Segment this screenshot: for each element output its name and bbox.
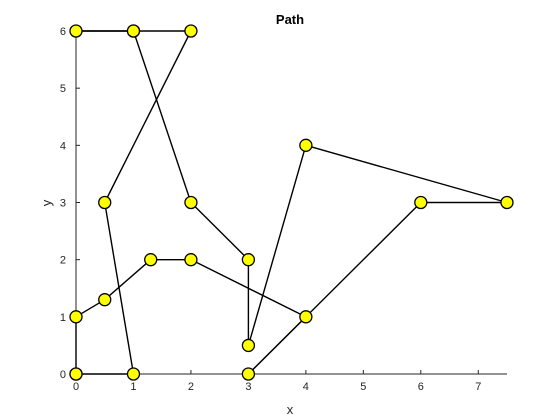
path-segment: [104, 258, 152, 301]
x-tick-label: 1: [130, 381, 136, 393]
path-point-marker: [126, 24, 141, 38]
path-point-marker: [69, 367, 83, 381]
path-point-marker: [241, 253, 256, 267]
path-segment: [247, 144, 307, 347]
path-segment: [104, 30, 192, 204]
path-point-marker: [126, 367, 141, 381]
path-point-marker: [69, 24, 83, 38]
x-tick-label: 7: [475, 381, 481, 393]
path-markers: [69, 24, 514, 381]
x-tick-label: 3: [245, 381, 251, 393]
y-tick-label: 3: [60, 198, 66, 210]
path-segment: [305, 144, 508, 204]
x-tick-label: 4: [303, 381, 309, 393]
x-tick-label: 2: [188, 381, 194, 393]
path-point-marker: [98, 195, 112, 210]
y-tick-label: 2: [60, 255, 66, 267]
path-segment: [190, 201, 250, 261]
x-axis-label: x: [287, 402, 294, 417]
path-point-marker: [299, 138, 313, 152]
path-point-marker: [144, 253, 158, 267]
path-point-marker: [241, 338, 256, 353]
path-point-marker: [414, 195, 428, 210]
path-point-marker: [69, 310, 83, 324]
chart-title: Path: [276, 12, 304, 27]
path-point-marker: [241, 367, 256, 381]
path-segment: [132, 30, 192, 204]
x-tick-label: 0: [73, 381, 79, 393]
path-point-marker: [184, 24, 198, 38]
y-tick-label: 5: [60, 83, 66, 95]
x-tick-label: 5: [360, 381, 366, 393]
y-tick-label: 1: [60, 312, 66, 324]
path-segment: [247, 201, 422, 375]
x-tick-label: 6: [418, 381, 424, 393]
path-point-marker: [98, 293, 112, 307]
path-point-marker: [184, 253, 198, 267]
path-point-marker: [500, 195, 514, 210]
path-point-marker: [184, 195, 198, 210]
y-tick-label: 0: [60, 369, 66, 381]
ticks: 0 1 2 3 4 5 6 7 0 1 2 3 4 5 6: [60, 26, 481, 393]
y-axis-label: y: [39, 199, 54, 206]
y-tick-label: 6: [60, 26, 66, 38]
y-tick-label: 4: [60, 140, 66, 152]
path-point-marker: [299, 310, 313, 324]
path-lines: [75, 30, 508, 375]
path-segment: [104, 201, 135, 375]
